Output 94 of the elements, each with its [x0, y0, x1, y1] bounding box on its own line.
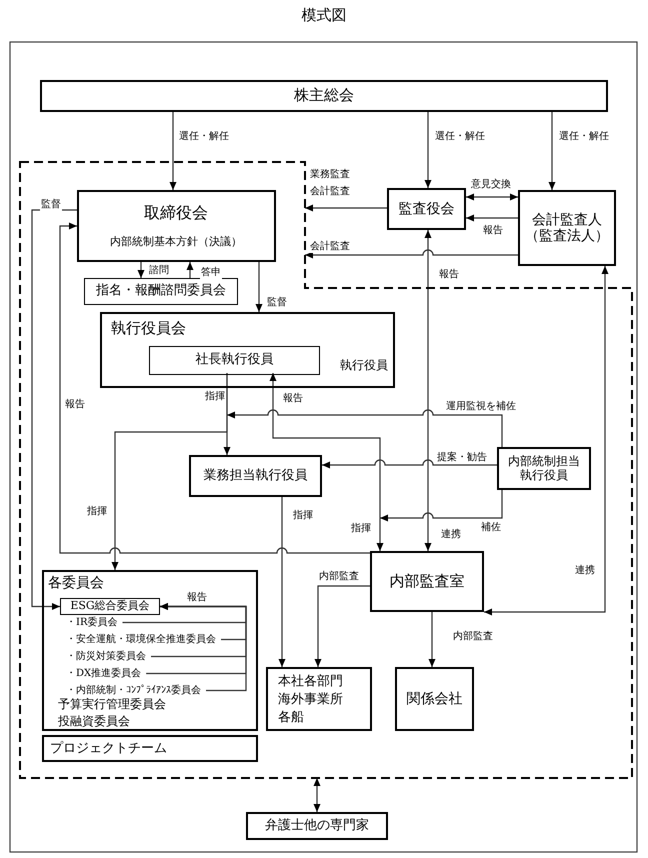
list-item: ・安全運航・環境保全推進委員会	[66, 633, 216, 646]
list-item: ・IR委員会	[66, 616, 118, 629]
group-box	[42, 570, 258, 731]
process-box	[189, 455, 322, 497]
process-box	[149, 346, 320, 375]
process-box	[497, 447, 591, 490]
box-label: 社長執行役員	[196, 353, 274, 368]
edge-label: 指揮	[292, 509, 314, 522]
arrow	[160, 603, 247, 692]
diagram-title: 模式図	[300, 6, 348, 25]
arrow	[428, 612, 436, 667]
arrow	[138, 262, 144, 278]
box-text: 内部統制基本方針（決議）	[109, 236, 243, 249]
edge-label: 選任・解任	[434, 130, 486, 143]
box-text: 執行役員	[340, 359, 388, 373]
dashed-boundary	[20, 162, 632, 778]
edge-label: 内部監査	[318, 570, 360, 583]
box-heading: 取締役会	[143, 204, 209, 222]
arrow	[380, 490, 503, 522]
list-item: ・内部統制・ｺﾝﾌﾟﾗｲｱﾝｽ委員会	[66, 684, 201, 697]
edge-label: 報告	[64, 398, 86, 411]
edge-label: 会計監査	[309, 240, 351, 253]
box-label: 業務担当執行役員	[204, 468, 308, 484]
edge-label: 連携	[574, 564, 596, 577]
arrow	[314, 585, 370, 667]
box-label: 株主総会	[294, 87, 354, 105]
arrow	[31, 209, 77, 610]
arrow	[227, 410, 503, 447]
edge-label: 運用監視を補佐	[445, 400, 517, 413]
arrow	[322, 459, 497, 468]
process-box	[84, 278, 238, 305]
edge-label: 報告	[438, 268, 460, 281]
arrow	[548, 112, 556, 190]
process-box	[77, 190, 276, 262]
edge-label: 補佐	[480, 521, 502, 534]
edge-label: 監督	[40, 198, 62, 211]
double-headed-arrow	[314, 778, 320, 812]
annotation-text: 報告	[282, 392, 304, 405]
process-box	[60, 598, 160, 615]
box-text: 各船	[278, 711, 304, 726]
edge-label: 指揮	[86, 505, 108, 518]
arrow	[256, 262, 262, 312]
edge-label: 答申	[200, 266, 222, 279]
arrow	[170, 112, 176, 190]
box-label: ESG総合委員会	[70, 600, 150, 613]
box-label: 内部監査室	[390, 572, 464, 590]
edge-label: 選任・解任	[178, 130, 230, 143]
annotation-text: 連携	[440, 528, 462, 541]
arrow	[424, 112, 432, 188]
arrow	[305, 249, 518, 258]
box-heading: 本社各部門	[278, 675, 343, 690]
process-box	[518, 190, 616, 266]
arrow	[59, 222, 370, 554]
box-label: 内部統制担当執行役員	[508, 454, 580, 482]
box-label: 監査役会	[398, 200, 454, 218]
double-headed-arrow	[270, 373, 384, 551]
list-item: ・防災対策委員会	[66, 650, 146, 663]
process-box	[40, 80, 608, 112]
box-text: 投融資委員会	[58, 715, 130, 729]
process-box	[266, 667, 372, 731]
double-headed-arrow	[466, 194, 518, 200]
arrow	[186, 262, 194, 278]
double-headed-arrow	[424, 230, 432, 551]
process-box	[395, 667, 474, 731]
process-box	[370, 551, 484, 612]
edge-label: 内部監査	[452, 630, 494, 643]
box-text: 海外事業所	[278, 693, 343, 708]
arrow	[278, 497, 286, 667]
edge-label: 提案・勧告	[436, 451, 488, 464]
box-heading: 執行役員会	[111, 320, 186, 338]
process-box	[387, 188, 466, 230]
box-heading: 各委員会	[48, 575, 104, 592]
edge-label: 監督	[266, 296, 288, 309]
edge-label: 報告	[482, 224, 504, 237]
box-label: 弁護士他の専門家	[265, 818, 369, 834]
edge-label: 報告	[186, 591, 208, 604]
arrow	[112, 373, 228, 570]
edge-label: 選任・解任	[558, 130, 610, 143]
box-heading: プロジェクトチーム	[50, 742, 167, 757]
box-label: 関係会社	[406, 690, 462, 708]
group-box	[100, 312, 395, 388]
box-label: 指名・報酬諮問委員会	[96, 284, 226, 299]
list-item: ・DX推進委員会	[66, 667, 142, 680]
process-box	[246, 812, 388, 840]
arrow	[466, 214, 518, 222]
edge-label: 指揮	[204, 390, 226, 403]
edge-label: 指揮	[350, 522, 372, 535]
double-headed-arrow	[484, 266, 608, 616]
box-label: 会計監査人（監査法人）	[524, 212, 610, 244]
edge-label: 意見交換	[470, 178, 512, 191]
box-text: 予算実行管理委員会	[58, 698, 166, 712]
arrow	[305, 204, 387, 212]
edge-label: 諮問	[148, 264, 170, 277]
process-box	[42, 735, 258, 762]
